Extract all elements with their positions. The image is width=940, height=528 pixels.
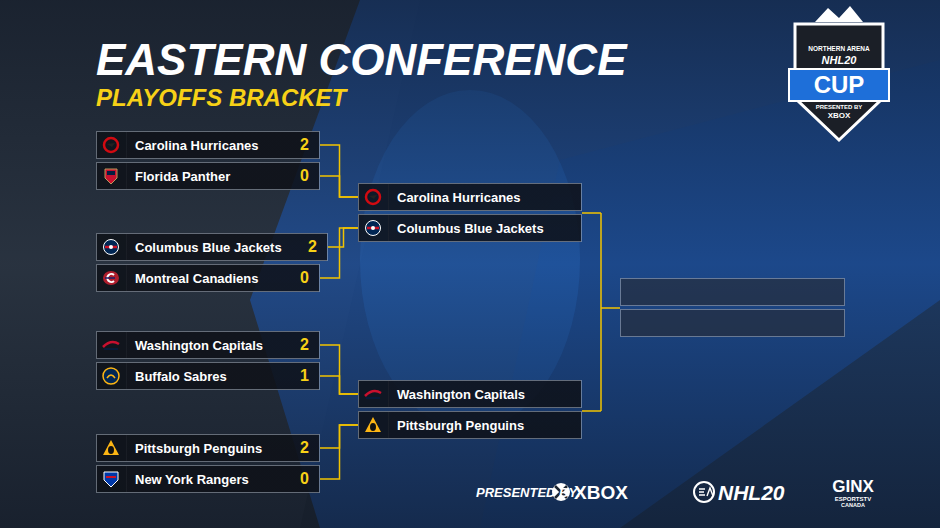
team-name: Columbus Blue Jackets — [397, 221, 544, 236]
team-name: Pittsburgh Penguins — [135, 441, 262, 456]
team-box: Columbus Blue Jackets — [358, 214, 582, 242]
bracket-line — [320, 176, 358, 197]
sponsor-logo-text: ESPORTSTV — [835, 496, 871, 502]
team-box: Carolina Hurricanes 2 — [96, 131, 320, 159]
sponsor-logo-text: XBOX — [574, 483, 628, 502]
logo-text: XBOX — [828, 112, 851, 120]
team-box: Carolina Hurricanes — [358, 183, 582, 211]
series-score: 1 — [288, 367, 309, 385]
bracket-line — [320, 376, 358, 394]
team-box: Montreal Canadiens 0 — [96, 264, 320, 292]
sponsor-logo-text: NHL20 — [718, 482, 785, 503]
team-box: New York Rangers 0 — [96, 465, 320, 493]
title: EASTERN CONFERENCE — [96, 38, 627, 82]
sponsor-logo-text: GINX — [832, 478, 874, 495]
team-box: Washington Capitals 2 — [96, 331, 320, 359]
team-name: Florida Panther — [135, 169, 230, 184]
team-box: Columbus Blue Jackets 2 — [96, 233, 328, 261]
series-score: 0 — [288, 167, 309, 185]
team-box: Florida Panther 0 — [96, 162, 320, 190]
team-name: Washington Capitals — [135, 338, 263, 353]
bracket-line — [328, 228, 358, 247]
series-score: 0 — [288, 269, 309, 287]
team-box: Pittsburgh Penguins — [358, 411, 582, 439]
team-box: Washington Capitals — [358, 380, 582, 408]
team-name: Pittsburgh Penguins — [397, 418, 524, 433]
team-name: Montreal Canadiens — [135, 271, 259, 286]
series-score: 2 — [296, 238, 317, 256]
logo-text: NHL20 — [822, 55, 857, 66]
team-name: Columbus Blue Jackets — [135, 240, 282, 255]
bracket-line — [320, 425, 358, 479]
team-name: Carolina Hurricanes — [397, 190, 521, 205]
team-name: Washington Capitals — [397, 387, 525, 402]
series-score: 2 — [288, 136, 309, 154]
subtitle: PLAYOFFS BRACKET — [96, 86, 346, 110]
logo-text: CUP — [814, 73, 865, 97]
sponsor-logo-text: CANADA — [841, 503, 865, 509]
series-score: 2 — [288, 336, 309, 354]
series-score: 2 — [288, 439, 309, 457]
series-score: 0 — [288, 470, 309, 488]
team-name: Carolina Hurricanes — [135, 138, 259, 153]
team-box: Buffalo Sabres 1 — [96, 362, 320, 390]
bracket-line — [320, 145, 358, 197]
team-box: Pittsburgh Penguins 2 — [96, 434, 320, 462]
team-name: New York Rangers — [135, 472, 249, 487]
bracket-line — [320, 345, 358, 394]
logo-text: PRESENTED BY — [816, 104, 863, 110]
logo-text: NORTHERN ARENA — [808, 46, 870, 53]
team-name: Buffalo Sabres — [135, 369, 227, 384]
sponsor-text: PRESENTED BY: — [476, 486, 581, 499]
